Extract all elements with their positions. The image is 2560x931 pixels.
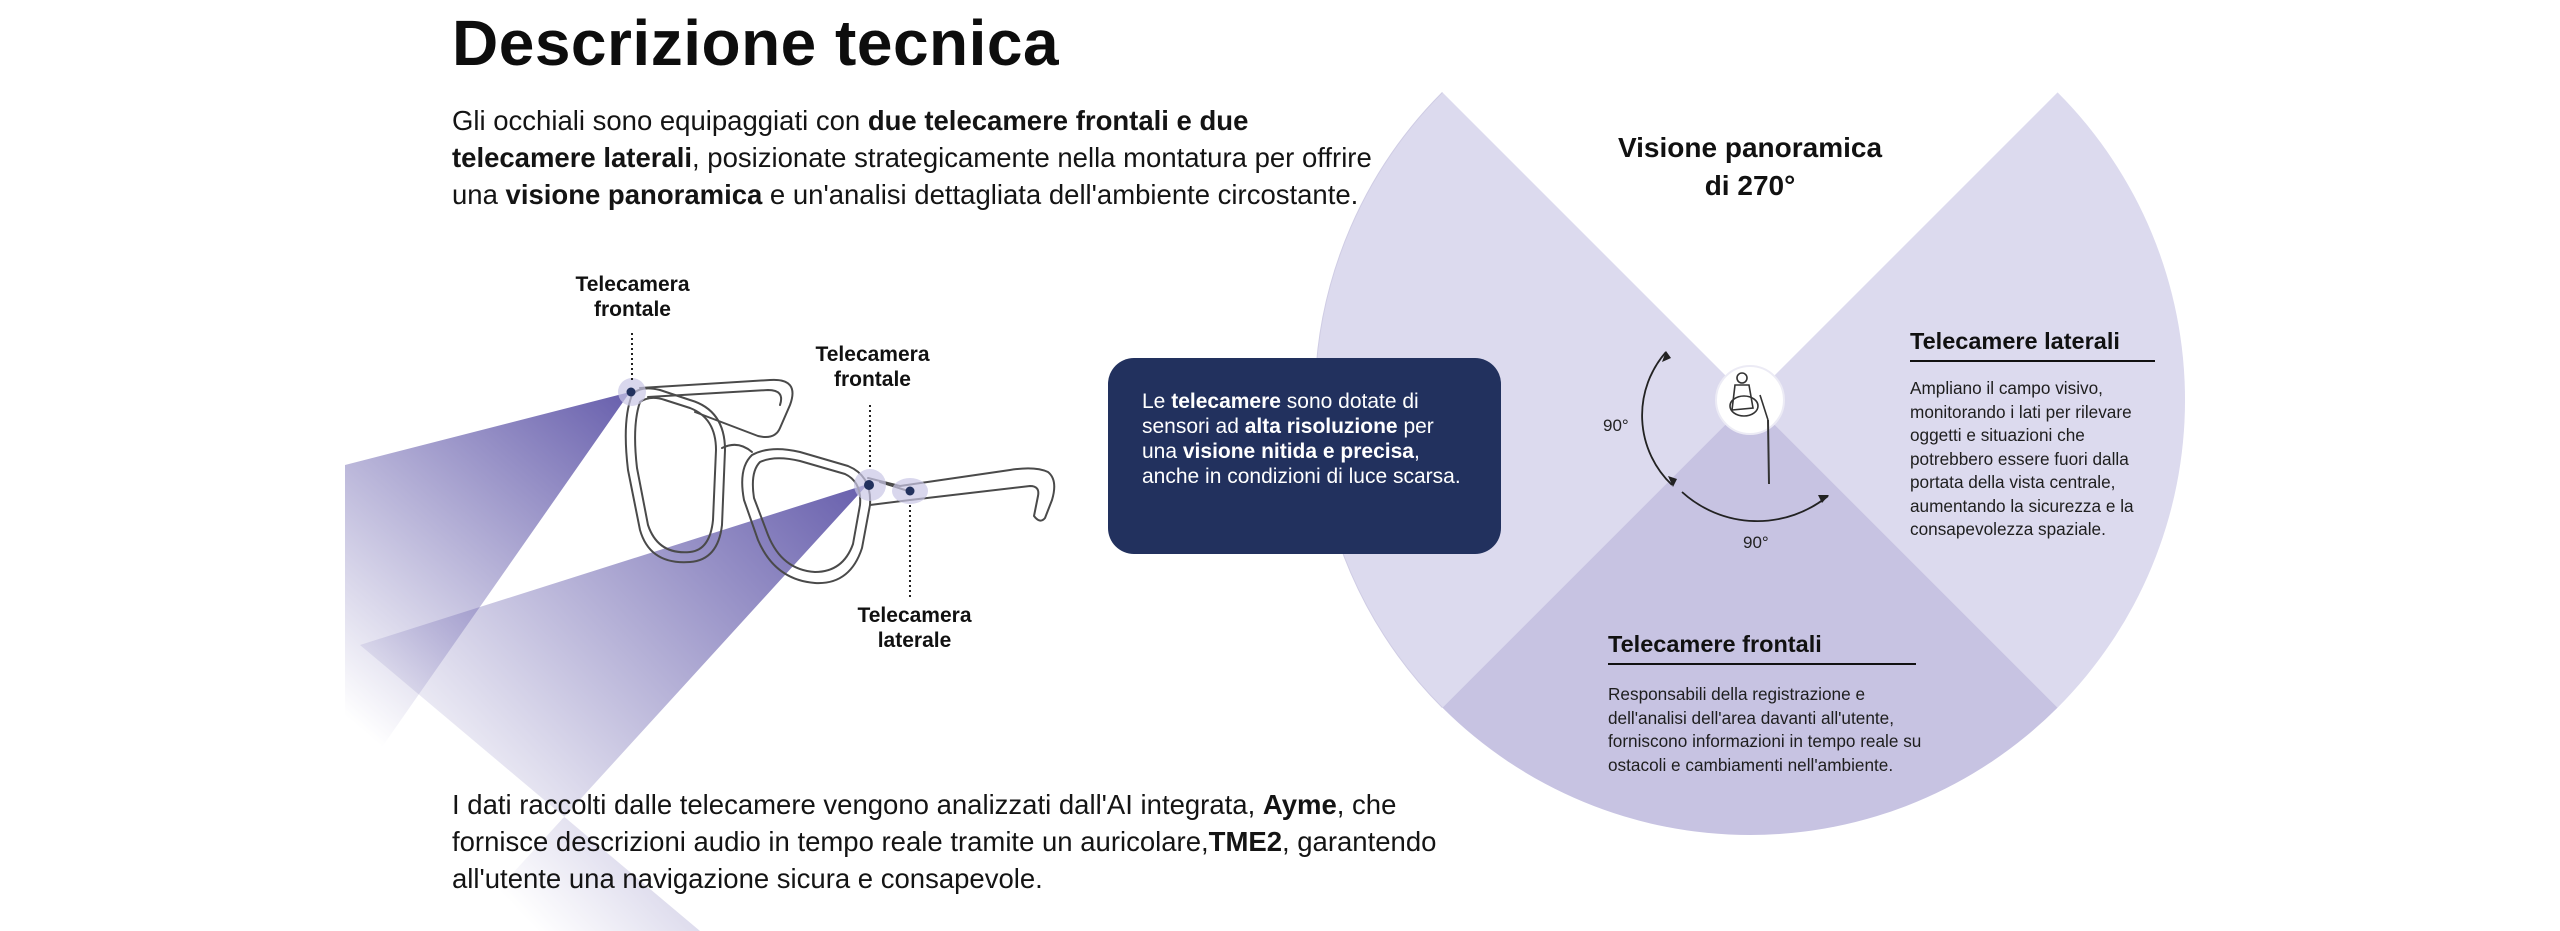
intro-text-2: , posizionate strategicamente nella mont… — [452, 142, 1372, 210]
sector-right-lateral — [1750, 92, 2186, 708]
frontal-cameras-title: Telecamere frontali — [1608, 631, 1916, 665]
angle-label-bottom: 90° — [1743, 533, 1769, 552]
intro-text-1: Gli occhiali sono equipaggiati con — [452, 105, 868, 136]
outro-text-3: , garantendo all'utente una navigazione … — [452, 826, 1437, 894]
info-box — [1108, 358, 1501, 554]
label-side-line1: Telecamera — [857, 604, 972, 627]
lateral-cameras-body: Ampliano il campo visivo, monitorando i … — [1910, 378, 2134, 539]
front-camera-beam-top — [345, 392, 630, 800]
outro-paragraph: I dati raccolti dalle telecamere vengono… — [452, 786, 1452, 897]
intro-bold-1: due telecamere frontali e due telecamere… — [452, 105, 1249, 173]
intro-bold-2: visione panoramica — [505, 179, 763, 210]
outro-bold-2: TME2 — [1208, 826, 1282, 857]
arrowhead-bottom — [1818, 495, 1829, 503]
label-front-camera-top: Telecamera frontale — [560, 272, 705, 322]
arrowhead-left-top — [1662, 351, 1671, 362]
user-head-icon — [1715, 365, 1785, 485]
front-camera-top-dot — [626, 387, 636, 397]
label-front-top-line1: Telecamera — [575, 273, 690, 296]
info-bold-3: visione nitida e precisa — [1182, 440, 1414, 463]
front-camera-beam-mid — [360, 484, 868, 931]
angle-arc-left — [1641, 351, 1673, 486]
glasses-illustration — [624, 378, 1056, 585]
label-side-camera: Telecamera laterale — [842, 603, 987, 653]
info-text-1: Le — [1142, 390, 1172, 413]
side-camera-dot — [905, 486, 915, 496]
outro-bold-1: Ayme — [1262, 789, 1337, 820]
panorama-title: Visione panoramica di 270° — [1600, 129, 1900, 205]
info-bold-2: alta risoluzione — [1244, 415, 1398, 438]
panorama-title-line2: di 270° — [1704, 170, 1796, 201]
label-front-top-line2: frontale — [593, 298, 671, 321]
panorama-title-line1: Visione panoramica — [1617, 132, 1883, 163]
sector-frontal — [1442, 400, 2058, 836]
label-front-mid-line1: Telecamera — [815, 343, 930, 366]
info-bold-1: telecamere — [1171, 390, 1281, 413]
page-title: Descrizione tecnica — [452, 7, 1060, 79]
front-camera-mid-dot — [864, 480, 874, 490]
frontal-cameras-body: Responsabili della registrazione e dell'… — [1608, 684, 1922, 775]
angle-arc-bottom — [1681, 491, 1829, 523]
outro-text-1: I dati raccolti dalle telecamere vengono… — [452, 789, 1263, 820]
intro-paragraph: Gli occhiali sono equipaggiati con due t… — [452, 102, 1382, 213]
label-front-mid-line2: frontale — [833, 368, 911, 391]
angle-label-left: 90° — [1603, 416, 1629, 435]
arrowhead-left-bottom — [1668, 476, 1677, 487]
info-text-3: per una — [1142, 415, 1434, 463]
label-front-camera-mid: Telecamera frontale — [800, 342, 945, 392]
info-text-4: , anche in condizioni di luce scarsa. — [1142, 440, 1461, 488]
info-box-text: Le telecamere sono dotate di sensori ad … — [1142, 389, 1472, 489]
intro-text-3: e un'analisi dettagliata dell'ambiente c… — [762, 179, 1359, 210]
label-side-line2: laterale — [877, 629, 952, 652]
info-text-2: sono dotate di sensori ad — [1142, 390, 1419, 438]
lateral-cameras-title: Telecamere laterali — [1910, 328, 2155, 362]
outro-text-2: , che fornisce descrizioni audio in temp… — [452, 789, 1397, 857]
